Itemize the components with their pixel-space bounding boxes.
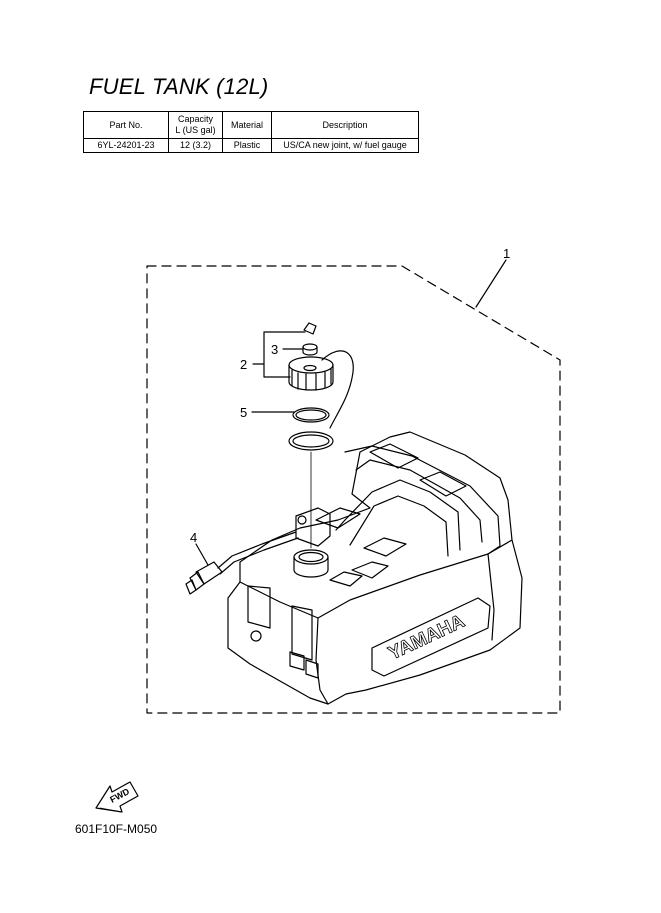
callout-4: 4 (190, 530, 197, 545)
diagram-code: 601F10F-M050 (75, 822, 158, 836)
table-row: 6YL-24201-23 12 (3.2) Plastic US/CA new … (83, 138, 419, 153)
callout-5: 5 (240, 405, 247, 420)
cap-part (302, 322, 318, 356)
connector-bracket (295, 507, 331, 547)
header-capacity-line2: L (US gal) (175, 125, 216, 135)
o-rings-part (288, 407, 334, 451)
spec-table-header-row: Part No. Capacity L (US gal) Material De… (83, 111, 419, 139)
callout-1: 1 (503, 246, 510, 261)
callout-2: 2 (240, 357, 247, 372)
header-part-no: Part No. (83, 111, 169, 139)
header-capacity-line1: Capacity (177, 114, 213, 124)
fuel-joint-part (185, 531, 299, 595)
header-capacity: Capacity L (US gal) (168, 111, 223, 139)
fwd-arrow-icon: FWD (95, 781, 139, 813)
cell-description: US/CA new joint, w/ fuel gauge (271, 138, 419, 153)
assembly-boundary (146, 265, 561, 714)
page-title: FUEL TANK (12L) (89, 74, 269, 99)
leader-4 (195, 543, 209, 566)
cell-part-no: 6YL-24201-23 (83, 138, 169, 153)
filler-neck (293, 549, 329, 578)
spec-table: Part No. Capacity L (US gal) Material De… (83, 111, 419, 153)
cell-capacity: 12 (3.2) (168, 138, 223, 153)
callout-3: 3 (271, 342, 278, 357)
fuel-gauge-part (288, 350, 354, 429)
leader-1 (475, 259, 507, 308)
leader-2 (252, 331, 306, 378)
tank-body (227, 431, 523, 705)
